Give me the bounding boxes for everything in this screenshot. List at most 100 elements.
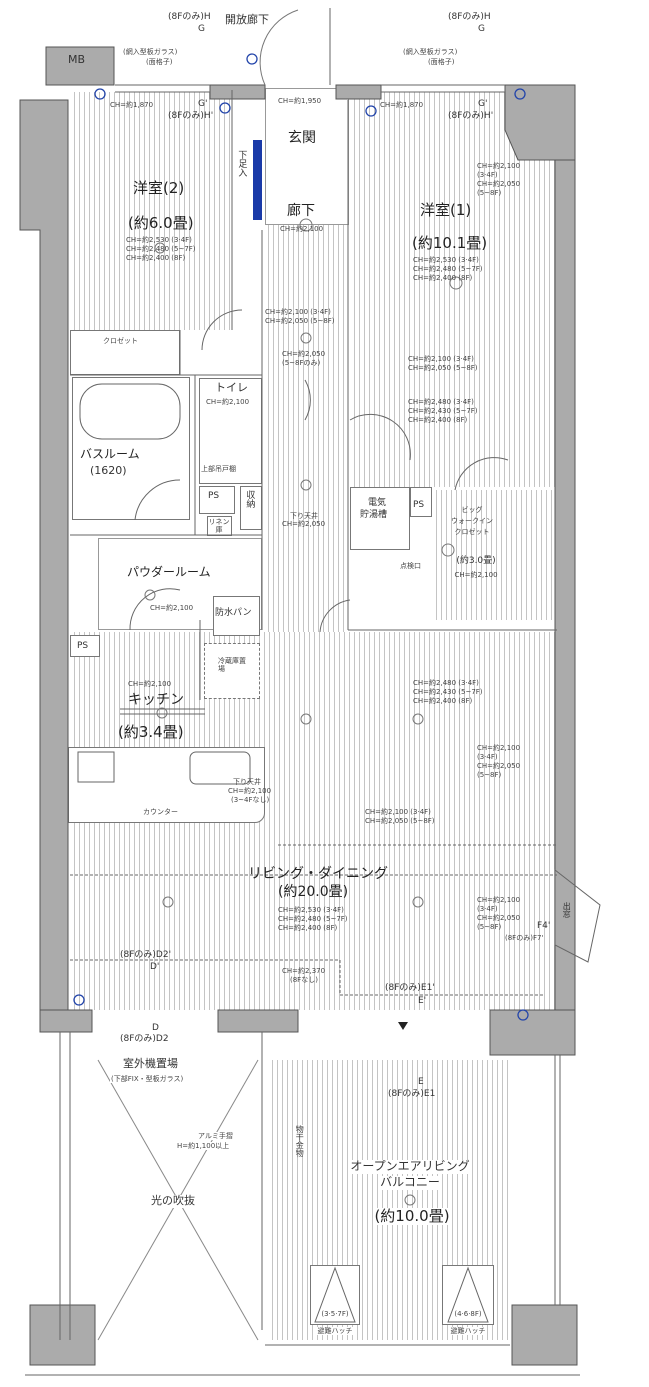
- section-marker-f7: (8Fのみ)F7': [505, 934, 544, 942]
- kitchen-size: (約3.4畳): [118, 723, 184, 741]
- wic-floor: [432, 490, 557, 620]
- ceiling-height-note: (5~8F): [477, 771, 502, 779]
- glass-note-left: (網入型板ガラス): [123, 48, 178, 56]
- ceiling-height-note: CH=約2,430 (5~7F): [408, 407, 478, 415]
- section-marker-d2-prime: (8Fのみ)D2': [120, 950, 172, 960]
- ceiling-height-note: (3·4F): [477, 171, 498, 179]
- entrance-label: 玄関: [288, 130, 316, 146]
- ceiling-height-note: (8Fなし): [290, 976, 318, 984]
- section-marker-g2-left: G': [198, 99, 208, 109]
- dropped-ceiling-label: 下り天井: [233, 778, 261, 786]
- section-marker-e: E: [418, 1077, 424, 1087]
- ceiling-height-note: CH=約2,400 (8F): [413, 697, 473, 705]
- ac-unit-space-label: 室外機置場: [122, 1057, 179, 1071]
- bathroom-size: (1620): [90, 464, 127, 477]
- wic-label: ビッグ: [461, 506, 483, 514]
- hatch-floors: (4·6·8F): [453, 1310, 483, 1319]
- ceiling-height-note: CH=約2,100: [477, 896, 521, 904]
- toilet-label: トイレ: [215, 381, 248, 394]
- balcony-label: バルコニー: [379, 1175, 441, 1190]
- grille-note-left: (面格子): [146, 58, 173, 66]
- section-marker-h2-right: (8Fのみ)H': [448, 111, 494, 121]
- corridor-floor: [264, 225, 348, 635]
- ceiling-height-note: (3·4F): [477, 753, 498, 761]
- living-dining-size: (約20.0畳): [278, 884, 349, 900]
- room-western-1-label: 洋室(1): [420, 201, 472, 219]
- toilet: [199, 378, 262, 484]
- balcony-label: オープンエアリビング: [349, 1159, 471, 1174]
- handrail-height: H=約1,100以上: [176, 1142, 231, 1151]
- ceiling-height-note: CH=約2,100 (3·4F): [265, 308, 331, 316]
- hatch-floors: (3·5·7F): [320, 1310, 350, 1319]
- powder-room: [98, 538, 262, 630]
- ceiling-height-note: CH=約2,100: [477, 744, 521, 752]
- closet-label: クロゼット: [103, 337, 138, 345]
- balcony-size: (約10.0畳): [373, 1207, 451, 1226]
- water-heater: [350, 487, 410, 550]
- ceiling-height-note: (3·4F): [477, 905, 498, 913]
- ceiling-height-note: CH=約2,370: [282, 967, 326, 975]
- ceiling-height-note: CH=約2,050 (5~8F): [265, 317, 335, 325]
- powder-room-label: パウダールーム: [127, 565, 211, 579]
- wic-size: (約3.0畳): [456, 556, 496, 566]
- grille-note-right: (面格子): [428, 58, 455, 66]
- ceiling-height-note: CH=約2,050 (5~8F): [365, 817, 435, 825]
- ceiling-height-note: CH=約2,400 (8F): [408, 416, 468, 424]
- light-well-label: 光の吹抜: [150, 1194, 196, 1208]
- drying-hardware-label: 物干金物: [295, 1125, 305, 1157]
- inspection-hatch-label: 点検口: [400, 562, 421, 570]
- kitchen-counter: [68, 747, 265, 823]
- ceiling-height-note: (5~8Fのみ): [282, 359, 321, 367]
- ceiling-height-note: CH=約2,100: [128, 680, 172, 688]
- escape-hatch-label: 避難ハッチ: [316, 1327, 354, 1336]
- wic-label: クロゼット: [454, 528, 490, 536]
- ps-box-2: [70, 635, 100, 657]
- ceiling-height-note: CH=約2,400 (8F): [413, 274, 473, 282]
- ceiling-height-note: CH=約1,870: [110, 101, 154, 109]
- room-western-2-label: 洋室(2): [133, 179, 185, 197]
- ceiling-height-note: CH=約2,100: [280, 225, 324, 233]
- bay-window-label: 出窓: [562, 902, 572, 918]
- section-marker-e1-prime: (8Fのみ)E1': [385, 983, 435, 993]
- fridge-space-label: 冷蔵庫置場: [218, 657, 246, 674]
- ceiling-height-note: CH=約2,480 (5~7F): [413, 265, 483, 273]
- section-marker-g2-right: G': [478, 99, 488, 109]
- kitchen-label: キッチン: [128, 692, 184, 708]
- ceiling-height-note: CH=約2,100 (3·4F): [408, 355, 474, 363]
- corridor-label: 廊下: [287, 203, 315, 219]
- glass-note-right: (網入型板ガラス): [403, 48, 458, 56]
- room-western-2-size: (約6.0畳): [128, 214, 194, 232]
- bathroom-label: バスルーム: [80, 447, 140, 461]
- ceiling-height-note: CH=約2,530 (3·4F): [126, 236, 192, 244]
- ceiling-height-note: CH=約2,430 (5~7F): [413, 688, 483, 696]
- ps-box-1: [199, 486, 235, 514]
- ceiling-height-note: CH=約2,050: [477, 180, 521, 188]
- ps-label: PS: [77, 641, 89, 651]
- mb-label: MB: [68, 53, 86, 66]
- shoe-cabinet-label: 下足入: [236, 150, 247, 177]
- water-heater-label: 貯湯槽: [360, 510, 388, 520]
- fridge-space: [204, 643, 260, 699]
- living-dining-label: リビング・ダイニング: [248, 866, 388, 882]
- ceiling-height-note: CH=約2,050 (5~8F): [408, 364, 478, 372]
- ceiling-height-note: CH=約2,400 (8F): [126, 254, 186, 262]
- ceiling-height-note: CH=約2,100: [206, 398, 250, 406]
- dropped-ceiling-label: 下り天井: [290, 512, 318, 520]
- ceiling-height-note: (3~4Fなし): [231, 796, 270, 804]
- ceiling-height-note: CH=約2,100: [150, 604, 194, 612]
- section-marker-h-right: (8Fのみ)H: [448, 12, 491, 22]
- ceiling-height-note: CH=約2,100: [228, 787, 272, 795]
- ceiling-height-note: CH=約2,100 (3·4F): [365, 808, 431, 816]
- section-marker-h-left: (8Fのみ)H: [168, 12, 211, 22]
- ceiling-height-note: CH=約1,870: [380, 101, 424, 109]
- section-marker-g-right: G: [478, 24, 485, 34]
- ps-label: PS: [413, 500, 425, 510]
- ceiling-height-note: CH=約2,480 (5~7F): [126, 245, 196, 253]
- section-marker-e-prime: E': [418, 996, 427, 1006]
- section-marker-d2: (8Fのみ)D2: [120, 1034, 169, 1044]
- room-western-2-floor: [70, 92, 232, 330]
- counter-label: カウンター: [143, 808, 178, 816]
- storage-label: 収納: [244, 490, 255, 508]
